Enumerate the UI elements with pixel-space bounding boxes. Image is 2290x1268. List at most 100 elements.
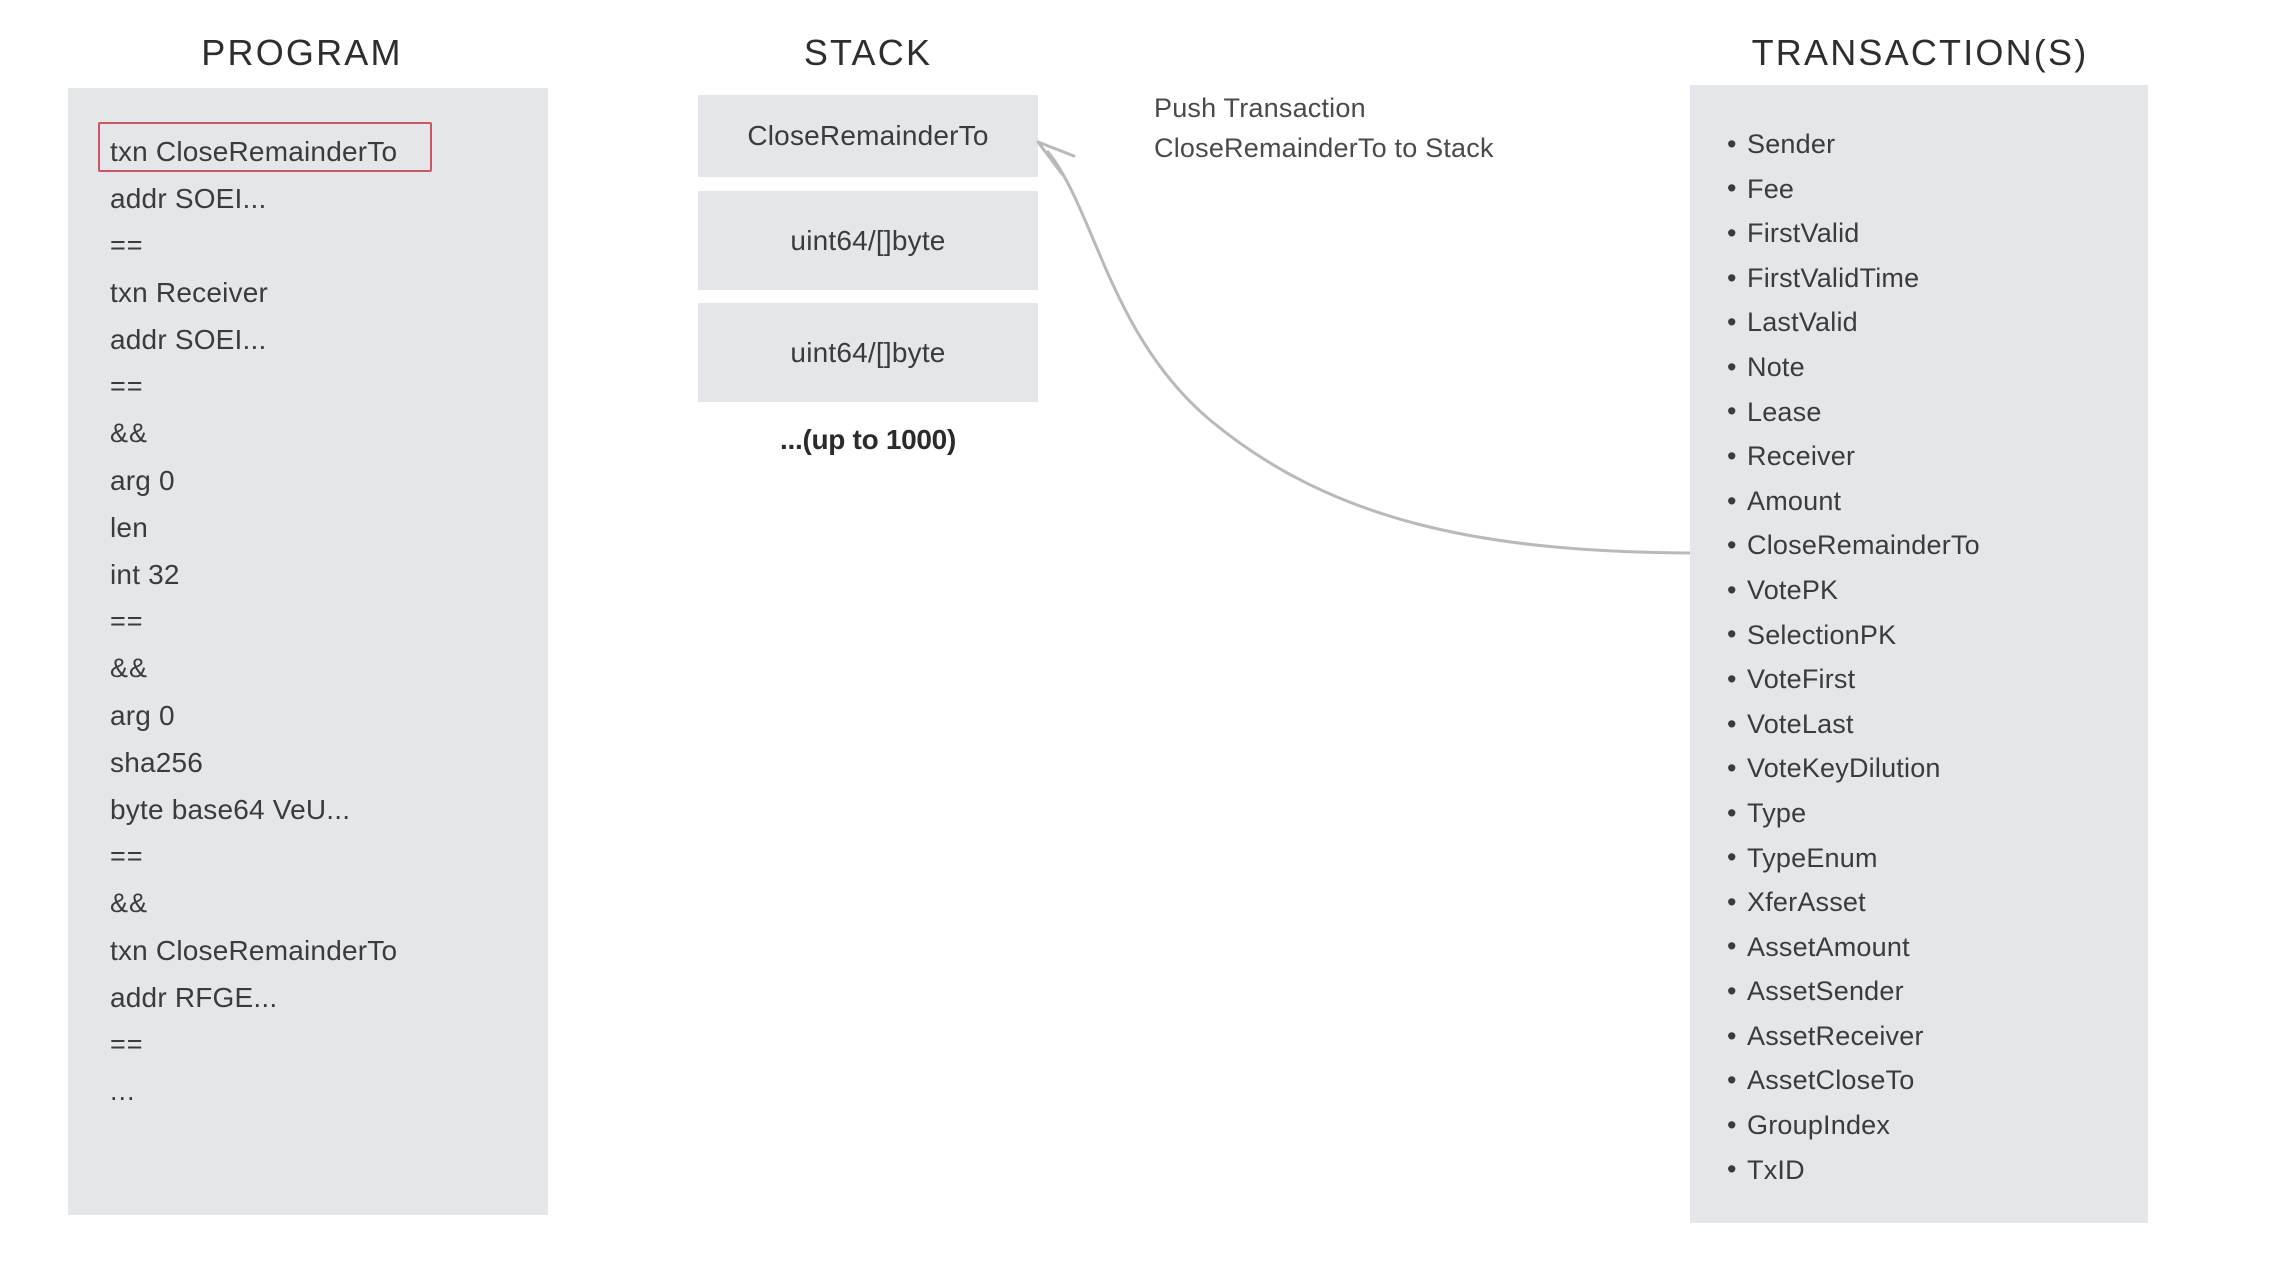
bullet-icon: •	[1727, 307, 1737, 338]
transaction-field: • VoteFirst	[1727, 657, 2127, 702]
bullet-icon: •	[1727, 886, 1737, 917]
transaction-field-label: VoteKeyDilution	[1747, 753, 1941, 784]
program-line: addr SOEI...	[110, 324, 267, 355]
transaction-field: • AssetCloseTo	[1727, 1058, 2127, 1103]
transaction-field: • VotePK	[1727, 568, 2127, 613]
program-line: len	[110, 512, 148, 543]
bullet-icon: •	[1727, 128, 1737, 159]
transactions-panel	[1690, 85, 2148, 1223]
transaction-field-label: AssetAmount	[1747, 931, 1910, 962]
program-line: ==	[110, 841, 144, 871]
transaction-field: • AssetAmount	[1727, 925, 2127, 970]
transaction-field-label: Lease	[1747, 396, 1822, 427]
transaction-field-label: TypeEnum	[1747, 842, 1878, 873]
transaction-field-label: AssetSender	[1747, 976, 1904, 1007]
transaction-field-label: VoteFirst	[1747, 664, 1856, 695]
bullet-icon: •	[1727, 1065, 1737, 1096]
transaction-field-label: Sender	[1747, 129, 1836, 159]
bullet-icon: •	[1727, 485, 1737, 516]
transaction-field: • AssetSender	[1727, 969, 2127, 1014]
transaction-field: •SelectionPK	[1727, 613, 2127, 658]
program-line: txn CloseRemainderTo	[110, 136, 398, 167]
push-arrow-head	[1036, 140, 1076, 176]
transaction-field: • AssetReceiver	[1727, 1014, 2127, 1059]
transaction-field: • TxID	[1727, 1148, 2127, 1193]
program-line: sha256	[110, 747, 204, 778]
transaction-field-label: CloseRemainderTo	[1747, 530, 1980, 561]
transaction-field-label: AssetReceiver	[1747, 1020, 1924, 1051]
program-instruction-list: txn CloseRemainderTo addr SOEI... == txn Re…	[110, 128, 530, 1115]
transaction-field-label: AssetCloseTo	[1747, 1065, 1915, 1096]
program-line: ==	[110, 1029, 144, 1059]
stack-overflow-note: ...(up to 1000)	[780, 424, 956, 455]
transaction-field: • Fee	[1727, 167, 2127, 212]
transaction-field-label: Amount	[1747, 485, 1842, 516]
program-line: ...	[110, 1076, 136, 1106]
bullet-icon: •	[1727, 574, 1737, 605]
transaction-field-label: Receiver	[1747, 441, 1856, 472]
transaction-field: •TypeEnum	[1727, 836, 2127, 881]
program-line: &&	[110, 418, 149, 448]
bullet-icon: •	[1727, 440, 1737, 471]
bullet-icon: •	[1727, 976, 1737, 1007]
transaction-field-list: • Sender • Fee • FirstValid • FirstValidTime • La…	[1727, 122, 2127, 1192]
bullet-icon: •	[1727, 797, 1737, 828]
bullet-icon: •	[1727, 173, 1737, 204]
transaction-field-label: TxID	[1747, 1154, 1805, 1185]
program-line: addr SOEI...	[110, 183, 267, 214]
transaction-field: • LastValid	[1727, 300, 2127, 345]
bullet-icon: •	[1727, 351, 1737, 382]
bullet-icon: •	[1727, 1154, 1737, 1185]
stack-slot-top: CloseRemainderTo	[698, 95, 1038, 177]
push-annotation-line-2: CloseRemainderTo to Stack	[1154, 133, 1494, 163]
bullet-icon: •	[1727, 1020, 1737, 1051]
transaction-field: • Type	[1727, 791, 2127, 836]
stack-column-title: STACK	[803, 32, 933, 73]
program-line: int 32	[110, 559, 180, 590]
program-line: &&	[110, 653, 149, 683]
program-panel	[68, 88, 548, 1215]
bullet-icon: •	[1727, 217, 1737, 248]
bullet-icon: •	[1727, 396, 1737, 427]
transaction-field-label: Fee	[1747, 173, 1795, 204]
transaction-field-label: GroupIndex	[1747, 1110, 1891, 1141]
bullet-icon: •	[1727, 1109, 1737, 1140]
program-line: arg 0	[110, 465, 175, 496]
transaction-field-label: LastValid	[1747, 307, 1858, 338]
transaction-field: • FirstValid	[1727, 211, 2127, 256]
transaction-field: • VoteKeyDilution	[1727, 746, 2127, 791]
program-line: txn CloseRemainderTo	[110, 935, 398, 966]
bullet-icon: •	[1727, 530, 1737, 561]
program-line: ==	[110, 230, 144, 260]
stack-slot-middle: uint64/[]byte	[698, 191, 1038, 290]
transaction-field-label: VoteLast	[1747, 708, 1854, 739]
program-line: addr RFGE...	[110, 982, 278, 1013]
program-line: &&	[110, 888, 149, 918]
transaction-field-label: VotePK	[1747, 574, 1839, 605]
program-line: byte base64 VeU...	[110, 794, 351, 825]
bullet-icon: •	[1727, 931, 1737, 962]
push-annotation: Push Transaction CloseRemainderTo to Sta…	[1154, 88, 1494, 168]
push-annotation-line-1: Push Transaction	[1154, 93, 1366, 123]
bullet-icon: •	[1727, 619, 1737, 650]
bullet-icon: •	[1727, 753, 1737, 784]
program-line: txn Receiver	[110, 277, 269, 308]
stack-slot-group: CloseRemainderTo uint64/[]byte uint64/[]…	[698, 95, 1038, 456]
program-line: arg 0	[110, 700, 175, 731]
transactions-column-title: TRANSACTION(S)	[1751, 32, 2089, 73]
transaction-field: • GroupIndex	[1727, 1103, 2127, 1148]
transaction-field-label: XferAsset	[1747, 887, 1866, 918]
transaction-field: • XferAsset	[1727, 880, 2127, 925]
bullet-icon: •	[1727, 663, 1737, 694]
transaction-field-label: Note	[1747, 351, 1805, 382]
bullet-icon: •	[1727, 262, 1737, 293]
push-arrow-curve	[1046, 150, 1702, 555]
transaction-field-label: FirstValidTime	[1747, 262, 1920, 293]
program-line: ==	[110, 606, 144, 636]
transaction-field-label: Type	[1747, 797, 1807, 828]
transaction-field-label: FirstValid	[1747, 218, 1860, 249]
transaction-field: •VoteLast	[1727, 702, 2127, 747]
transaction-field: • Receiver	[1727, 434, 2127, 479]
program-column-title: PROGRAM	[201, 32, 403, 73]
transaction-field: • Lease	[1727, 390, 2127, 435]
